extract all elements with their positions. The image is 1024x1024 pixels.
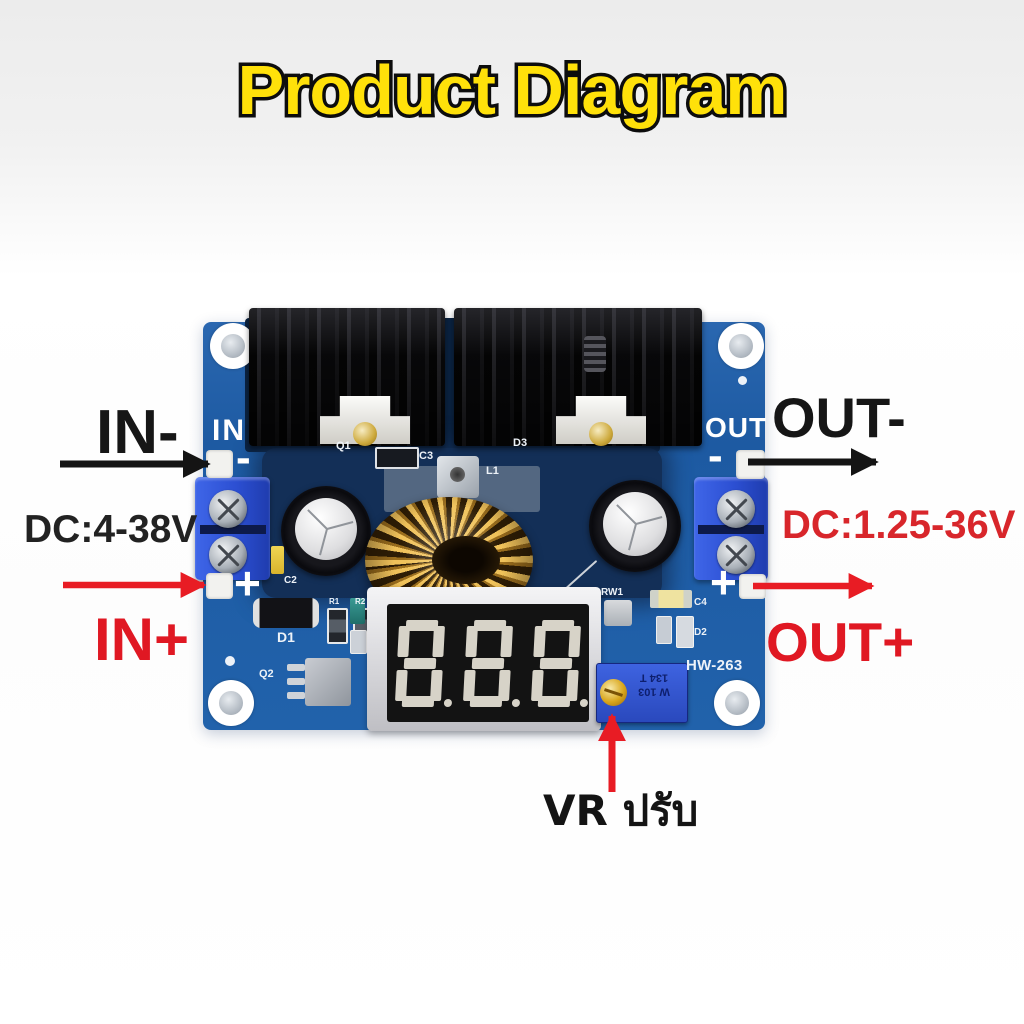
q2-lead xyxy=(287,692,305,699)
display-digit xyxy=(463,620,521,707)
silkscreen-in: IN xyxy=(212,414,246,447)
component-smd xyxy=(350,630,367,654)
silkscreen-l1: L1 xyxy=(486,465,499,477)
silkscreen-c2: C2 xyxy=(284,575,297,586)
component-c3 xyxy=(375,447,419,469)
component-smd xyxy=(350,598,365,624)
transistor-screw-right xyxy=(589,422,613,446)
display-digit xyxy=(531,620,589,707)
silkscreen-d2: D2 xyxy=(694,627,707,638)
trimmer-screw xyxy=(600,679,627,706)
silkscreen-dot xyxy=(738,376,747,385)
q2-lead xyxy=(287,678,305,685)
label-in-minus: IN- xyxy=(96,398,179,467)
component-d2b xyxy=(676,616,694,648)
display-frame xyxy=(367,587,601,731)
label-in-plus: IN+ xyxy=(94,606,190,673)
display-digit xyxy=(395,620,453,707)
silkscreen-c4: C4 xyxy=(694,597,707,608)
inductor-clamp xyxy=(437,456,479,498)
silkscreen-out: OUT xyxy=(705,412,768,443)
component-rw1-trimpot xyxy=(604,600,632,626)
input-terminal-screw-top xyxy=(209,490,247,528)
label-out-minus: OUT- xyxy=(772,386,906,449)
output-terminal-screw-bottom xyxy=(717,536,755,574)
toroid-center-hole xyxy=(432,536,500,584)
silkscreen-rw1: RW1 xyxy=(601,587,624,598)
mounting-hole-top-left xyxy=(210,323,256,369)
silkscreen-in-plus: + xyxy=(234,557,261,609)
component-led xyxy=(271,546,284,574)
component-r1-resistor xyxy=(327,608,348,644)
silkscreen-q2: Q2 xyxy=(259,668,274,680)
q2-lead xyxy=(287,664,305,671)
label-vr-adjust: VR ปรับ xyxy=(543,786,699,835)
pad-out-minus xyxy=(736,450,765,479)
mounting-hole-bottom-right xyxy=(714,680,760,726)
silkscreen-out-minus: - xyxy=(708,431,723,480)
trimmer-marking-line2: 134 T xyxy=(639,671,669,684)
component-c4 xyxy=(650,590,692,608)
mounting-hole-bottom-left xyxy=(208,680,254,726)
component-d1-diode xyxy=(253,598,319,628)
silkscreen-r1: R1 xyxy=(329,597,340,606)
silkscreen-dot xyxy=(225,656,235,666)
label-input-voltage-range: DC:4-38V xyxy=(24,508,198,551)
silkscreen-d3: D3 xyxy=(513,437,528,449)
trimmer-marking-line1: W 103 xyxy=(638,685,670,698)
page-title: Product Diagram xyxy=(234,48,791,133)
output-terminal-screw-top xyxy=(717,490,755,528)
heatsink-screw xyxy=(584,336,606,372)
pad-out-plus xyxy=(739,574,766,599)
capacitor-input xyxy=(281,486,371,576)
silkscreen-q1: Q1 xyxy=(336,440,351,452)
pad-in-minus xyxy=(206,450,233,478)
transistor-screw-left xyxy=(353,422,377,446)
silkscreen-model: HW-263 xyxy=(686,657,743,674)
pad-in-plus xyxy=(206,573,233,599)
input-terminal-screw-bottom xyxy=(209,536,247,574)
silkscreen-in-minus: - xyxy=(236,433,251,482)
component-d2 xyxy=(656,616,672,644)
seven-segment-display xyxy=(387,604,589,722)
component-q2-transistor xyxy=(305,658,351,706)
silkscreen-r2: R2 xyxy=(355,597,366,606)
label-output-voltage-range: DC:1.25-36V xyxy=(782,503,1016,547)
capacitor-output xyxy=(589,480,681,572)
mounting-hole-top-right xyxy=(718,323,764,369)
silkscreen-d1: D1 xyxy=(277,629,295,645)
trimmer-potentiometer: W 103 134 T xyxy=(596,663,688,723)
silkscreen-out-plus: + xyxy=(710,556,737,608)
label-out-plus: OUT+ xyxy=(766,611,915,673)
silkscreen-c3: C3 xyxy=(419,450,434,462)
